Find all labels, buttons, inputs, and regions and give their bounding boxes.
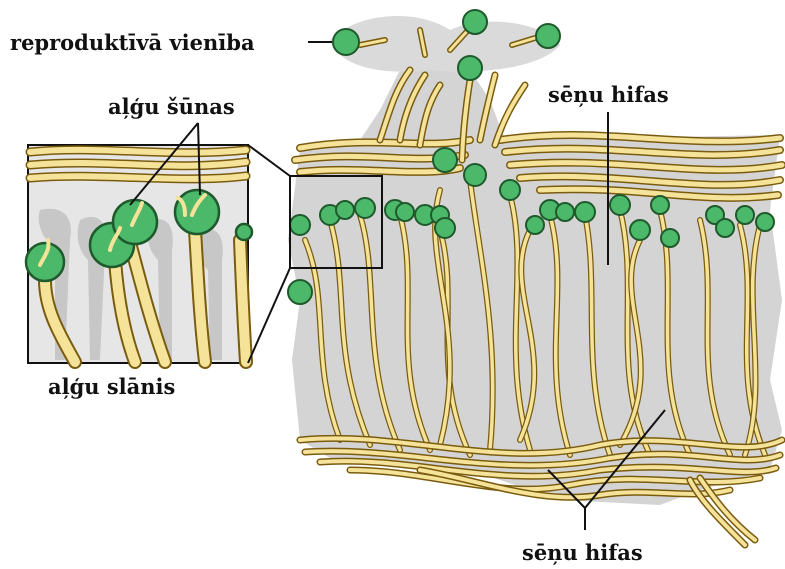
lower-cortex-hyphae [300, 438, 782, 545]
zoom-inset [26, 145, 252, 363]
inset-cortex-hyphae [30, 150, 246, 179]
label-algae-cells: aļģu šūnas [108, 94, 235, 119]
label-fungal-hyphae-lower: sēņu hifas [522, 540, 643, 565]
label-fungal-hyphae-upper: sēņu hifas [548, 82, 669, 107]
label-reproductive-unit: reproduktīvā vienība [10, 30, 255, 55]
label-algae-layer: aļģu slānis [48, 374, 175, 399]
